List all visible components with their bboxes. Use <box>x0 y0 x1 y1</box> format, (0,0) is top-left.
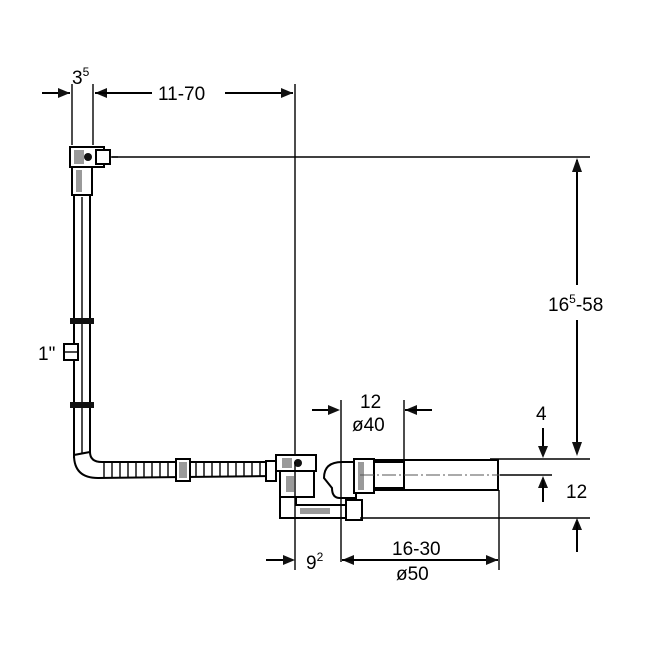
dim-outlet-diameter: ø50 <box>396 564 429 585</box>
dim-waste-diameter: ø40 <box>352 415 385 436</box>
flexible-hose <box>72 450 277 482</box>
dim-top-left: 35 <box>72 65 90 89</box>
overflow-riser <box>63 146 118 458</box>
dim-outlet-height: 12 <box>566 482 587 503</box>
waste-valve-body <box>275 454 375 521</box>
dim-thread: 1" <box>38 344 55 365</box>
waste-length-dimension <box>312 400 432 562</box>
dim-top-span: 11-70 <box>158 84 205 105</box>
outlet-right-dimensions <box>360 428 590 552</box>
right-height-dimension <box>112 156 590 460</box>
waste-outlet-pipe <box>360 459 515 491</box>
dim-overflow-offset: 4 <box>536 404 547 425</box>
top-dimension <box>42 84 296 462</box>
bottom-dimensions <box>266 462 500 570</box>
dim-bottom-left: 92 <box>306 550 324 574</box>
dim-right-height: 165-58 <box>548 292 603 316</box>
dim-outlet-span: 16-30 <box>392 539 441 560</box>
dim-waste-length: 12 <box>360 392 381 413</box>
